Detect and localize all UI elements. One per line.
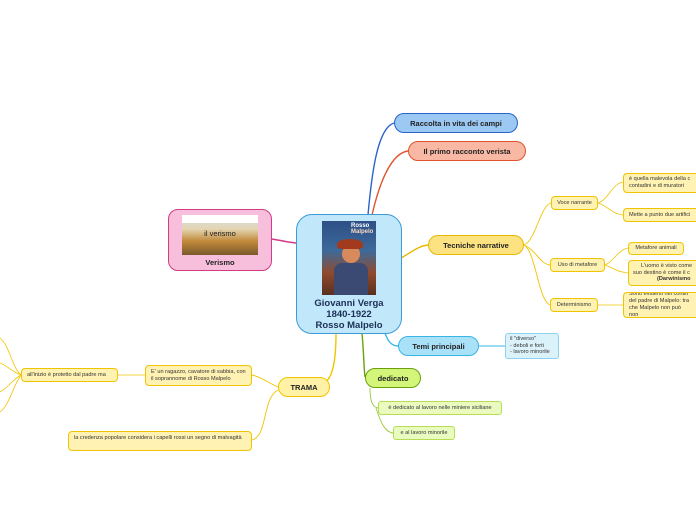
uomo-note-line3: (Darwinismo xyxy=(657,276,691,283)
book-cover-image: Rosso Malpelo xyxy=(322,221,376,295)
book-title-line1: Rosso xyxy=(351,223,370,229)
connector-verismo xyxy=(270,238,297,244)
central-name: Giovanni Verga xyxy=(314,298,384,309)
temi-diverso-node[interactable]: il "diverso" - deboli e forti - lavoro m… xyxy=(505,333,559,359)
verismo-image: il verismo xyxy=(182,215,258,255)
connector-dedicato xyxy=(361,332,366,378)
determinismo-note[interactable]: Sono evidenti nel contin del padre di Ma… xyxy=(623,292,696,318)
trama-credenza[interactable]: la credenza popolare considera i capelli… xyxy=(68,431,252,451)
voce-note-2[interactable]: Mette a punto due artifici xyxy=(623,208,696,222)
uso-metafore-node[interactable]: Uso di metafore xyxy=(550,258,605,272)
metafore-animali-node[interactable]: Metafore animali xyxy=(628,242,684,255)
verismo-node[interactable]: il verismo Verismo xyxy=(168,209,272,271)
diverso-line1: il "diverso" xyxy=(510,335,537,342)
connector-temi xyxy=(384,332,399,347)
voce-note-1[interactable]: è quella malevola della c contadini e di… xyxy=(623,173,696,193)
branch-temi[interactable]: Temi principali xyxy=(398,336,479,356)
connector-primo-racconto xyxy=(371,150,409,216)
dedicato-miniere[interactable]: è dedicato al lavoro nelle miniere sicil… xyxy=(378,401,502,415)
uomo-note-node[interactable]: L'uomo è visto come suo destino è come i… xyxy=(628,260,696,286)
uomo-note-line2: suo destino è come il c xyxy=(633,269,690,276)
connector-raccolta xyxy=(367,122,395,216)
voce-narrante-node[interactable]: Voce narrante xyxy=(551,196,598,210)
branch-dedicato[interactable]: dedicato xyxy=(365,368,421,388)
dedicato-minorile[interactable]: e al lavoro minorile xyxy=(393,426,455,440)
diverso-line3: - lavoro minorile xyxy=(510,349,550,356)
diverso-line2: - deboli e forti xyxy=(510,342,544,349)
trama-protetto[interactable]: all'inizio è protetto dal padre ma xyxy=(21,368,118,382)
connector-tecniche xyxy=(400,244,429,259)
branch-primo-racconto[interactable]: Il primo racconto verista xyxy=(408,141,526,161)
verismo-label: Verismo xyxy=(205,258,235,267)
branch-raccolta[interactable]: Raccolta in vita dei campi xyxy=(394,113,518,133)
connector-trama xyxy=(325,332,337,383)
central-subtitle: Rosso Malpelo xyxy=(315,320,383,331)
branch-trama[interactable]: TRAMA xyxy=(278,377,330,397)
branch-tecniche[interactable]: Tecniche narrative xyxy=(428,235,524,255)
central-topic[interactable]: Rosso Malpelo Giovanni Verga 1840-1922 R… xyxy=(296,214,402,334)
uomo-note-line1: L'uomo è visto come xyxy=(641,262,693,269)
book-title-line2: Malpelo xyxy=(351,229,374,236)
central-dates: 1840-1922 xyxy=(326,309,372,320)
trama-ragazzo[interactable]: E' un ragazzo, cavatore di sabbia, con i… xyxy=(145,365,252,386)
verismo-image-caption: il verismo xyxy=(204,228,236,238)
determinismo-node[interactable]: Determinismo xyxy=(550,298,598,312)
